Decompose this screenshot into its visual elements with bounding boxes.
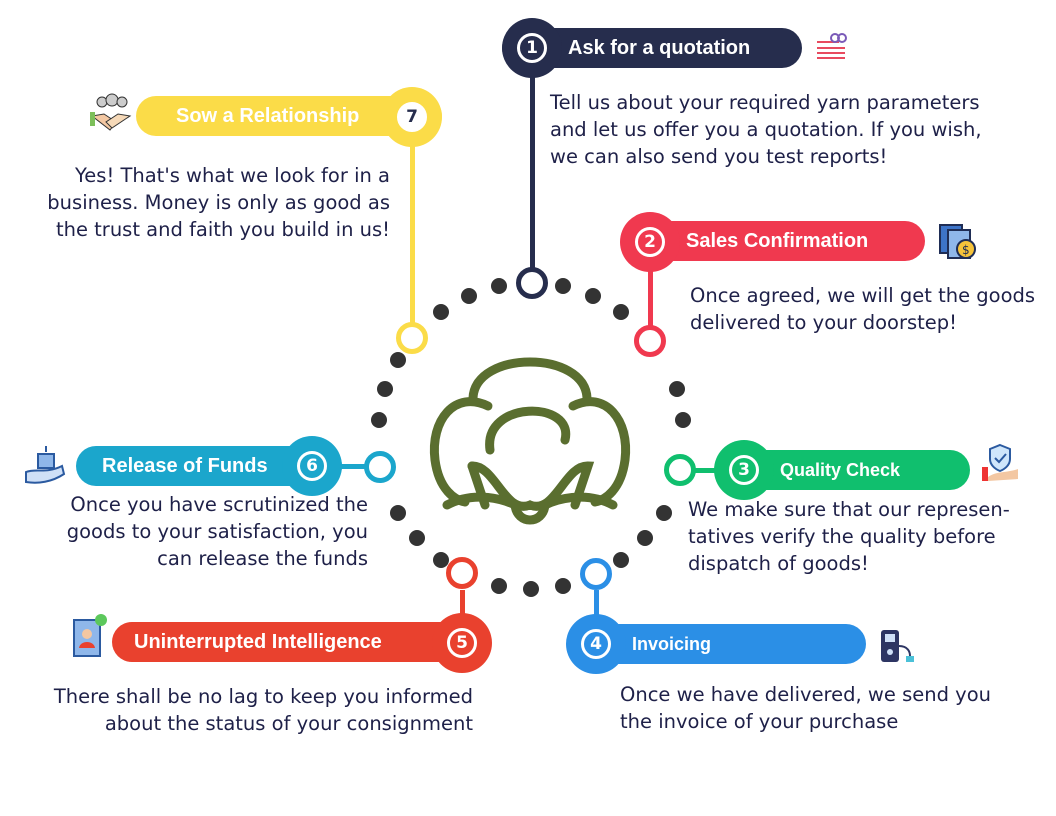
circle-dot (612, 304, 629, 321)
quality-shield-hand-icon (982, 443, 1018, 481)
circle-dot (460, 288, 477, 305)
connector-5 (460, 590, 465, 630)
connector-6 (340, 464, 370, 469)
ring-node-5 (446, 557, 478, 589)
circle-dot (523, 581, 539, 597)
connector-2 (648, 262, 653, 332)
step-5-title: Uninterrupted Intelligence (112, 622, 490, 662)
connector-7 (410, 140, 415, 330)
quotation-list-icon (817, 33, 847, 59)
svg-text:$: $ (962, 243, 970, 257)
circle-dot (370, 412, 387, 428)
circle-dot (612, 551, 629, 568)
circle-dot (655, 504, 672, 521)
cotton-boll-icon (429, 357, 631, 525)
circle-dot (668, 380, 685, 397)
circle-dot (491, 577, 508, 594)
invoice-document-icon: $ (939, 224, 976, 259)
step-6-badge: 6 (282, 436, 342, 496)
handshake-team-icon (90, 93, 132, 131)
step-6-description: Once you have scrutinized the goods to y… (66, 493, 368, 570)
step-5-badge: 5 (432, 613, 492, 673)
step-1-description: Tell us about your required yarn paramet… (550, 91, 982, 168)
circle-dot (390, 504, 407, 521)
circle-dot (636, 530, 653, 547)
circle-dot (390, 351, 407, 368)
connector-3 (690, 468, 730, 473)
ring-node-7 (396, 322, 428, 354)
hand-box-icon (25, 446, 66, 484)
ring-node-4 (580, 558, 612, 590)
connector-1 (530, 60, 535, 276)
circle-dot (433, 304, 450, 321)
circle-dot (433, 551, 450, 568)
step-1-badge: 1 (502, 18, 562, 78)
circle-dot (491, 278, 508, 295)
circle-dot (377, 380, 394, 397)
step-7-badge: 7 (382, 87, 442, 147)
step-4-description: Once we have delivered, we send you the … (620, 683, 991, 733)
step-4-badge: 4 (566, 614, 626, 674)
step-5-description: There shall be no lag to keep you inform… (53, 685, 473, 735)
step-3-description: We make sure that our represen-tatives v… (688, 498, 1010, 575)
step-2-badge: 2 (620, 212, 680, 272)
circle-dot (675, 412, 692, 428)
circle-dot (554, 278, 571, 295)
pos-terminal-icon (881, 630, 914, 662)
circle-dot (409, 530, 426, 547)
step-7-description: Yes! That's what we look for in a busine… (47, 164, 390, 241)
profile-card-icon (73, 614, 107, 657)
step-2-description: Once agreed, we will get the goods deliv… (690, 284, 1036, 334)
step-3-badge: 3 (714, 440, 774, 500)
ring-node-2 (634, 325, 666, 357)
circle-dot (585, 288, 602, 305)
circle-dot (554, 577, 571, 594)
ring-node-1 (516, 267, 548, 299)
ring-node-6 (364, 451, 396, 483)
ring-node-3 (664, 454, 696, 486)
connector-4 (594, 590, 599, 630)
